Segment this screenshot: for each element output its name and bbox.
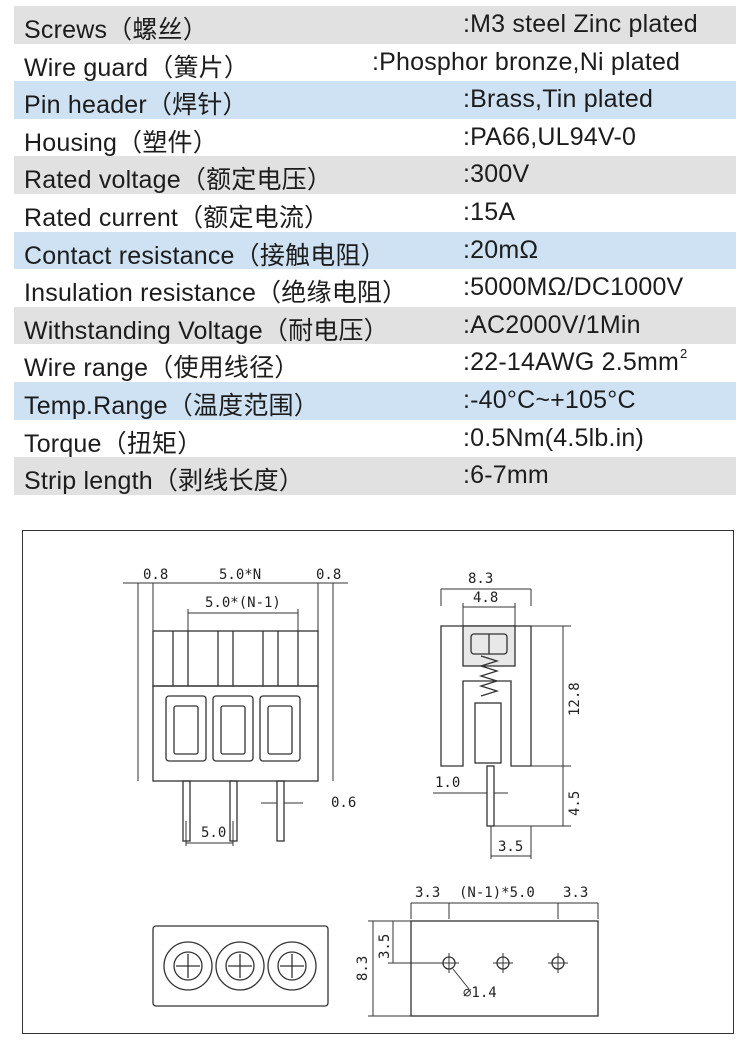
spec-label: Screws（螺丝） — [24, 16, 208, 44]
spec-value: :15A — [463, 197, 516, 226]
spec-label: Withstanding Voltage（耐电压） — [24, 316, 389, 345]
pcb-footprint: 3.3 (N-1)*5.0 3.3 8.3 3.5 ∅1.4 — [355, 885, 599, 1017]
dim-side-width: 8.3 — [468, 571, 493, 587]
spec-label: Contact resistance（接触电阻） — [24, 241, 386, 270]
spec-value: :AC2000V/1Min — [463, 310, 641, 339]
spec-label: Insulation resistance（绝缘电阻） — [24, 279, 408, 308]
spec-label: Temp.Range（温度范围） — [24, 391, 319, 420]
spec-row: Temp.Range（温度范围） :-40°C~+105°C — [14, 381, 736, 420]
spec-label: Rated voltage（额定电压） — [24, 166, 333, 195]
dim-pitch: 5.0 — [201, 825, 226, 841]
dim-left-margin: 0.8 — [143, 567, 168, 583]
dim-hole-diameter: ∅1.4 — [463, 985, 497, 1001]
spec-label: Wire guard（簧片） — [24, 53, 250, 82]
spec-row: Strip length（剥线长度） :6-7mm — [14, 457, 736, 495]
dim-right-margin: 0.8 — [316, 567, 341, 583]
spec-value: :0.5Nm(4.5lb.in) — [463, 423, 645, 452]
dim-side-inner: 4.8 — [473, 590, 498, 606]
dim-footprint-height: 8.3 — [355, 956, 371, 981]
spec-row: Contact resistance（接触电阻） :20mΩ — [14, 231, 736, 270]
technical-drawing: 0.8 5.0*N 0.8 5.0*(N-1) 5.0 — [22, 530, 734, 1034]
side-view: 8.3 4.8 12.8 4.5 1.0 3.5 — [433, 571, 583, 859]
spec-value: :6-7mm — [463, 461, 549, 490]
dim-inner-span: 5.0*(N-1) — [205, 595, 281, 611]
dim-pin-offset: 3.5 — [498, 839, 523, 855]
top-view — [152, 925, 329, 1007]
spec-label: Pin header（焊针） — [24, 91, 248, 120]
spec-row: Torque（扭矩） :0.5Nm(4.5lb.in) — [14, 419, 736, 458]
spec-row: Housing（塑件） :PA66,UL94V-0 — [14, 118, 736, 157]
spec-row: Rated current（额定电流） :15A — [14, 193, 736, 232]
spec-label: Housing（塑件） — [24, 128, 218, 157]
dim-footprint-left: 3.3 — [415, 885, 440, 901]
dim-row-offset: 3.5 — [377, 934, 393, 959]
spec-label: Wire range（使用线径） — [24, 354, 300, 383]
spec-value: :PA66,UL94V-0 — [463, 122, 637, 151]
spec-row: Withstanding Voltage（耐电压） :AC2000V/1Min — [14, 306, 736, 345]
dim-side-height: 12.8 — [567, 682, 583, 716]
drawing-canvas: 0.8 5.0*N 0.8 5.0*(N-1) 5.0 — [123, 567, 599, 1017]
dim-pin-length: 4.5 — [567, 791, 583, 816]
spec-row: Insulation resistance（绝缘电阻） :5000MΩ/DC100… — [14, 269, 736, 307]
spec-row: Screws（螺丝） :M3 steel Zinc plated — [14, 6, 736, 44]
dim-pin-thickness: 1.0 — [435, 775, 460, 791]
spec-value: :Brass,Tin plated — [463, 85, 654, 114]
spec-label: Strip length（剥线长度） — [24, 467, 305, 496]
dim-total-width: 5.0*N — [219, 567, 261, 583]
spec-value: :5000MΩ/DC1000V — [463, 273, 684, 302]
spec-label: Rated current（额定电流） — [24, 203, 330, 232]
front-view: 0.8 5.0*N 0.8 5.0*(N-1) 5.0 — [123, 567, 356, 846]
dim-footprint-right: 3.3 — [563, 885, 588, 901]
dim-pin-width: 0.6 — [331, 795, 356, 811]
spec-value: :-40°C~+105°C — [463, 385, 636, 414]
dim-footprint-spacing: (N-1)*5.0 — [459, 885, 535, 901]
spec-label: Torque（扭矩） — [24, 429, 203, 458]
spec-row: Pin header（焊针） :Brass,Tin plated — [14, 81, 736, 119]
spec-value: :M3 steel Zinc plated — [463, 10, 698, 38]
spec-value: :22-14AWG 2.5mm — [463, 348, 680, 377]
spec-row: Wire guard（簧片） :Phosphor bronze,Ni plated — [14, 43, 736, 82]
spec-value: :Phosphor bronze,Ni plated — [372, 47, 681, 76]
spec-value: :20mΩ — [463, 235, 539, 264]
spec-value: :300V — [463, 160, 530, 189]
spec-row: Rated voltage（额定电压） :300V — [14, 156, 736, 194]
